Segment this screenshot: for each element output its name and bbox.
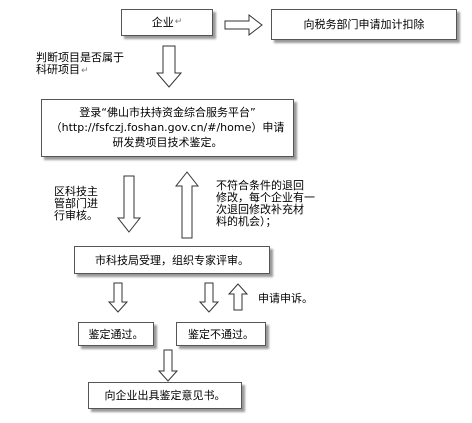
arrow-down-login-to-accept <box>116 175 142 233</box>
district-note-line3: 行审核。 <box>54 209 98 222</box>
arrow-down-fail-to-issue <box>157 349 179 382</box>
district-note-line2: 管部门进 <box>54 197 98 210</box>
issue-opinion-box: 向企业出具鉴定意见书。 <box>88 382 242 409</box>
enterprise-label: 企业 <box>151 16 174 29</box>
judge-note-line2: 科研项目↵ <box>36 63 89 77</box>
judge-project-note: 判断项目是否属于 科研项目↵ <box>36 52 124 77</box>
appeal-note: 申请申诉。 <box>258 293 313 305</box>
enterprise-box: 企业↵ <box>121 9 213 36</box>
login-line1: 登录“佛山市扶持资金综合服务平台” <box>79 106 256 119</box>
district-note-line1: 区科技主 <box>54 185 98 198</box>
fail-box: 鉴定不通过。 <box>176 322 266 346</box>
return-revision-note: 不符合条件的退回 修改，每个企业有一 次退回修改补充材 料的机会）； <box>216 180 315 228</box>
arrow-down-accept-to-pass <box>107 282 129 313</box>
fail-label: 鉴定不通过。 <box>188 327 254 341</box>
return-note-line3: 次退回修改补充材 <box>216 203 304 216</box>
arrow-right-enterprise-to-deduction <box>224 13 263 37</box>
return-note-line4: 料的机会）； <box>216 215 277 228</box>
paragraph-mark: ↵ <box>174 17 183 27</box>
judge-note-line1: 判断项目是否属于 <box>36 51 124 64</box>
login-line3: 研发费项目技术鉴定。 <box>112 136 223 149</box>
return-note-line2: 修改，每个企业有一 <box>216 191 315 204</box>
pass-box: 鉴定通过。 <box>78 322 154 346</box>
tax-deduction-box: 向税务部门申请加计扣除 <box>271 9 457 40</box>
platform-login-box: 登录“佛山市扶持资金综合服务平台” （http://fsfczj.foshan.… <box>41 99 294 157</box>
issue-opinion-label: 向企业出具鉴定意见书。 <box>104 389 226 402</box>
login-line2: （http://fsfczj.foshan.gov.cn/#/home）申请 <box>50 121 285 134</box>
arrow-up-accept-to-login <box>174 171 200 239</box>
pass-label: 鉴定通过。 <box>88 327 144 341</box>
return-note-line1: 不符合条件的退回 <box>216 179 304 192</box>
appeal-label: 申请申诉。 <box>258 292 313 305</box>
arrow-up-appeal <box>227 283 249 311</box>
arrow-down-accept-to-fail <box>198 282 220 313</box>
bureau-accept-label: 市科技局受理，组织专家评审。 <box>95 253 249 267</box>
arrow-down-enterprise-to-login <box>155 45 183 88</box>
tax-deduction-label: 向税务部门申请加计扣除 <box>303 18 425 31</box>
bureau-accept-box: 市科技局受理，组织专家评审。 <box>74 246 270 274</box>
district-review-note: 区科技主 管部门进 行审核。 <box>38 186 98 222</box>
